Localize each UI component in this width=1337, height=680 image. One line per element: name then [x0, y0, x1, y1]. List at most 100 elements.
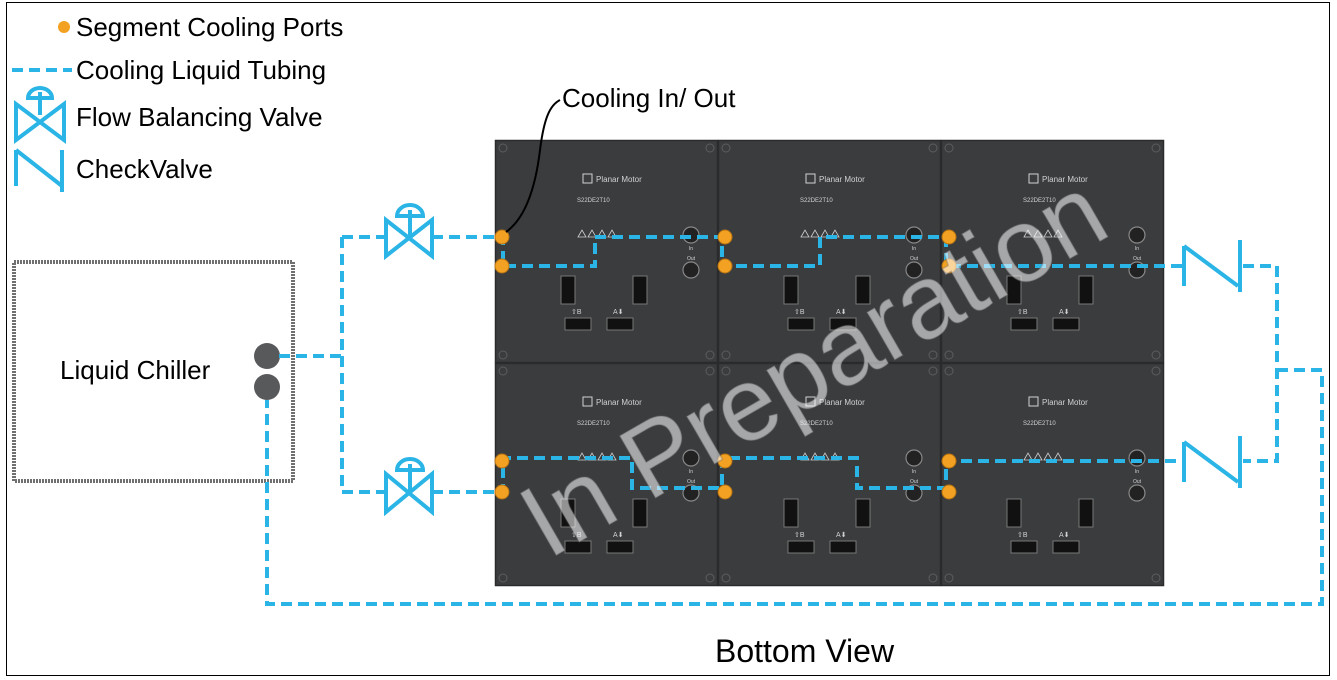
- tile-logo-icon: [1028, 173, 1039, 184]
- balancing-valve-bottom: [384, 457, 434, 517]
- tile-vertical-connector: [855, 498, 871, 528]
- segment-cooling-port: [717, 258, 733, 274]
- tile-in-label: In: [689, 246, 693, 252]
- chiller-box: [12, 260, 295, 483]
- legend-balancing-valve-icon: [14, 86, 66, 144]
- tile-vertical-connector: [1078, 498, 1094, 528]
- tile-warning-icon: [1033, 229, 1043, 238]
- tile-corner-screw: [705, 350, 715, 360]
- tile-vertical-connector: [560, 498, 576, 528]
- tile-corner-screw: [928, 350, 938, 360]
- tile-horizontal-connector: [606, 317, 634, 331]
- tile-port-b-label: ⇧B: [1017, 531, 1028, 539]
- tile-vertical-connector: [1078, 275, 1094, 305]
- legend-check-valve-icon: [14, 148, 64, 192]
- liquid-chiller: Liquid Chiller: [12, 260, 295, 483]
- tile-out-label: Out: [910, 479, 919, 485]
- tile-outline: [717, 362, 942, 587]
- segment-cooling-port: [717, 229, 733, 245]
- legend-tubing-label: Cooling Liquid Tubing: [76, 55, 326, 85]
- tile-horizontal-connector: [564, 317, 592, 331]
- tile-horizontal-connector: [1052, 317, 1080, 331]
- tile-port-a-label: A⬇: [836, 531, 847, 539]
- tile-in-connector: [682, 449, 700, 467]
- segment-cooling-port: [494, 453, 510, 469]
- tile-corner-screw: [944, 366, 954, 376]
- tile-corner-screw: [928, 366, 938, 376]
- tile-port-b-label: ⇧B: [794, 531, 805, 539]
- tube-return-junction: [1243, 264, 1279, 463]
- segment-cooling-port: [494, 229, 510, 245]
- tile-corner-screw: [721, 143, 731, 153]
- tile-horizontal-connector: [787, 540, 815, 554]
- tile-port-a-label: A⬇: [613, 531, 624, 539]
- tile-outline: [940, 139, 1165, 364]
- segment-cooling-port: [941, 229, 957, 245]
- tile-vertical-connector: [560, 275, 576, 305]
- tile-horizontal-connector: [606, 540, 634, 554]
- tile-brand: Planar Motor: [596, 398, 642, 407]
- tile-in-label: In: [912, 469, 916, 475]
- tile-out-connector: [1128, 484, 1146, 502]
- tile-horizontal-connector: [829, 540, 857, 554]
- tile-model: S22DE2T10: [1023, 421, 1056, 427]
- tile-logo-icon: [805, 173, 816, 184]
- tile-vertical-connector: [1006, 275, 1022, 305]
- tile-corner-screw: [1151, 366, 1161, 376]
- tile-out-label: Out: [687, 256, 696, 262]
- tile-brand: Planar Motor: [819, 175, 865, 184]
- tile-in-label: In: [689, 469, 693, 475]
- tile-corner-screw: [1151, 573, 1161, 583]
- tile-warning-icon: [587, 229, 597, 238]
- tile-corner-screw: [721, 573, 731, 583]
- tile-model: S22DE2T10: [800, 198, 833, 204]
- tile-logo-icon: [582, 173, 593, 184]
- tile-corner-screw: [944, 573, 954, 583]
- tile-warning-icon: [1053, 229, 1063, 238]
- legend-balancing-valve-label: Flow Balancing Valve: [76, 102, 323, 132]
- tile-corner-screw: [1151, 143, 1161, 153]
- tile-port-a-label: A⬇: [836, 308, 847, 316]
- tile-vertical-connector: [783, 498, 799, 528]
- tile-outline: [494, 139, 719, 364]
- legend-check-valve-label: CheckValve: [76, 154, 213, 184]
- tile-port-b-label: ⇧B: [794, 308, 805, 316]
- tile-out-connector: [905, 261, 923, 279]
- tile-port-a-label: A⬇: [1059, 531, 1070, 539]
- tile-vertical-connector: [1006, 498, 1022, 528]
- tile-vertical-connector: [632, 498, 648, 528]
- tile-logo-icon: [582, 396, 593, 407]
- tile-warning-icon: [800, 229, 810, 238]
- tile-corner-screw: [705, 143, 715, 153]
- tile-corner-screw: [721, 350, 731, 360]
- diagram-frame: [6, 2, 1330, 676]
- tile-horizontal-connector: [1010, 540, 1038, 554]
- chiller-label: Liquid Chiller: [60, 355, 211, 385]
- tile-model: S22DE2T10: [1023, 198, 1056, 204]
- segment-cooling-port: [494, 484, 510, 500]
- tile-outline: [494, 362, 719, 587]
- segment-cooling-port: [494, 258, 510, 274]
- tile-port-a-label: A⬇: [613, 308, 624, 316]
- segment-cooling-ports: [494, 229, 957, 500]
- tile-in-label: In: [912, 246, 916, 252]
- tile-warning-icon: [1023, 229, 1033, 238]
- tube-return-to-chiller: [265, 368, 1324, 606]
- legend: Segment Cooling Ports Cooling Liquid Tub…: [12, 12, 343, 192]
- tile-corner-screw: [928, 143, 938, 153]
- tile-corner-screw: [705, 366, 715, 376]
- tile-warning-icon: [820, 229, 830, 238]
- tile-vertical-connector: [855, 275, 871, 305]
- tile-vertical-connector: [632, 275, 648, 305]
- tile-horizontal-connector: [1052, 540, 1080, 554]
- tile-corner-screw: [944, 350, 954, 360]
- tile-horizontal-connector: [787, 317, 815, 331]
- tile-logo-icon: [1028, 396, 1039, 407]
- tile-out-label: Out: [910, 256, 919, 262]
- tile-warning-icon: [1043, 229, 1053, 238]
- tile-in-connector: [1128, 449, 1146, 467]
